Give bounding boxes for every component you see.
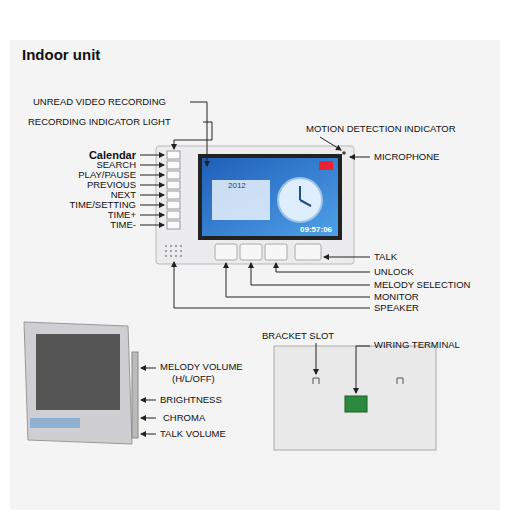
callout-label: BRACKET SLOT <box>262 331 334 341</box>
callout-label: PREVIOUS <box>87 180 136 190</box>
callout-label: NEXT <box>111 190 136 200</box>
callout-label: MONITOR <box>374 292 419 302</box>
callout-label: TALK VOLUME <box>160 429 226 439</box>
callout-label: (H/L/OFF) <box>172 374 215 384</box>
callout-label: BRIGHTNESS <box>160 395 222 405</box>
callout-label: RECORDING INDICATOR LIGHT <box>28 117 171 127</box>
callout-label: PLAY/PAUSE <box>78 170 136 180</box>
callout-label: MELODY SELECTION <box>374 280 470 290</box>
callout-label: SEARCH <box>96 160 136 170</box>
callout-label: UNLOCK <box>374 267 414 277</box>
callout-label: TIME/SETTING <box>70 200 137 210</box>
callout-label: MICROPHONE <box>374 152 439 162</box>
callout-label: TALK <box>374 252 397 262</box>
callout-label: MELODY VOLUME <box>160 362 243 372</box>
callout-label: 09:57:06 <box>300 226 332 235</box>
callout-label: SPEAKER <box>374 303 419 313</box>
callout-label: 2012 <box>228 182 246 191</box>
callout-label: UNREAD VIDEO RECORDING <box>33 97 166 107</box>
callout-label: MOTION DETECTION INDICATOR <box>306 124 456 134</box>
callout-label: WIRING TERMINAL <box>374 340 460 350</box>
callout-label: TIME+ <box>108 210 136 220</box>
title: Indoor unit <box>22 46 100 63</box>
callout-label: CHROMA <box>163 413 205 423</box>
callout-label: TIME- <box>110 220 136 230</box>
